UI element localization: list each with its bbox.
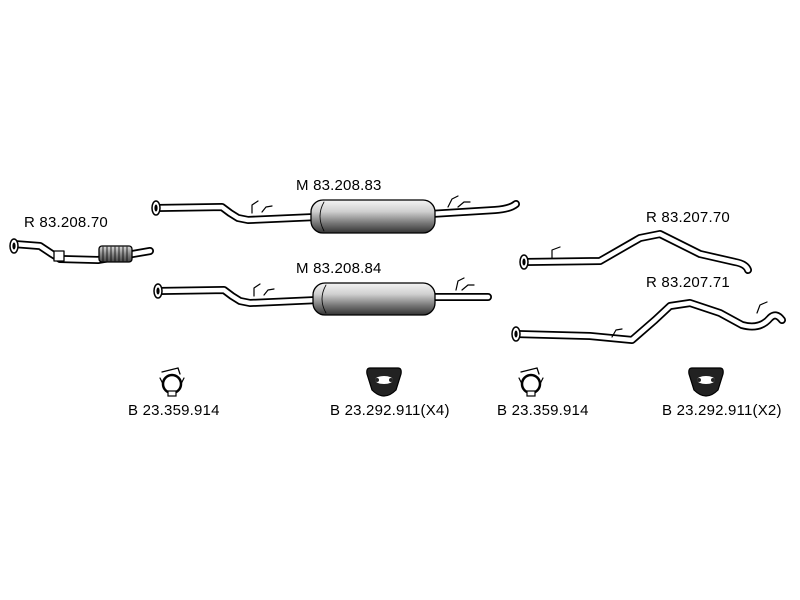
fitting-label-clamp-2: B 23.359.914: [497, 402, 589, 419]
part-label-r-83-207-71: R 83.207.71: [646, 274, 730, 291]
fitting-label-hanger-x4: B 23.292.911(X4): [330, 402, 450, 419]
pipe-clamp-icon: [159, 367, 185, 397]
pipe-clamp-icon: [518, 367, 544, 397]
part-label-r-83-208-70: R 83.208.70: [24, 214, 108, 231]
tail-pipe-icon: [519, 230, 752, 274]
fitting-label-hanger-x2: B 23.292.911(X2): [662, 402, 782, 419]
front-pipe-with-flex-icon: [9, 238, 154, 264]
fitting-label-clamp-1: B 23.359.914: [128, 402, 220, 419]
part-label-r-83-207-70: R 83.207.70: [646, 209, 730, 226]
center-muffler-icon: [153, 277, 492, 316]
part-label-m-83-208-84: M 83.208.84: [296, 260, 382, 277]
part-label-m-83-208-83: M 83.208.83: [296, 177, 382, 194]
rubber-hanger-icon: [688, 367, 724, 397]
tail-pipe-icon: [511, 299, 786, 344]
center-muffler-icon: [151, 195, 520, 234]
rubber-hanger-icon: [366, 367, 402, 397]
